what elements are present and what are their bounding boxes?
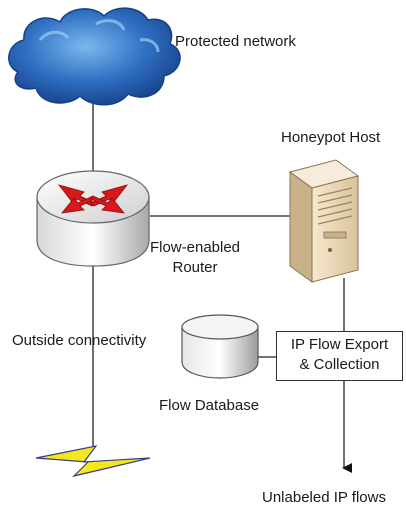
flow-database-label: Flow Database	[159, 397, 260, 414]
protected-network-label: Protected network	[175, 33, 296, 50]
router-icon	[36, 170, 150, 267]
router-label: Flow-enabled Router	[144, 238, 246, 278]
flow-export-label-line2: & Collection	[299, 356, 380, 373]
router-label-line2: Router	[172, 259, 218, 276]
lightning-icon	[35, 445, 151, 478]
cloud-icon	[8, 7, 181, 106]
connections	[92, 104, 352, 473]
flow-export-box	[276, 331, 403, 381]
flow-export-label: IP Flow Export & Collection	[276, 335, 403, 375]
honeypot-host-label: Honeypot Host	[281, 129, 381, 146]
flow-export-label-line1: IP Flow Export	[290, 336, 389, 353]
outside-connectivity-label: Outside connectivity	[12, 332, 147, 349]
router-label-line1: Flow-enabled	[149, 239, 241, 256]
server-icon	[288, 159, 360, 283]
unlabeled-ip-flows-label: Unlabeled IP flows	[262, 489, 386, 506]
database-icon	[181, 314, 259, 379]
